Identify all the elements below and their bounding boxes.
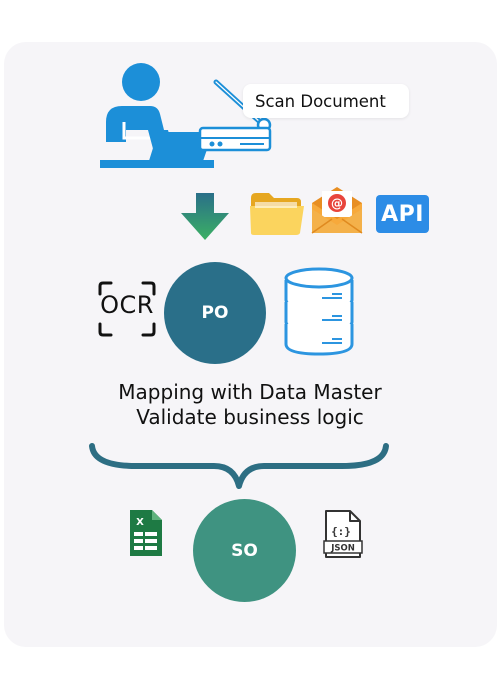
po-node: PO [164, 262, 266, 364]
ocr-scan-icon [98, 281, 156, 337]
mapping-line-1: Mapping with Data Master [118, 380, 382, 404]
mapping-line-2: Validate business logic [136, 405, 364, 429]
scan-document-label: Scan Document [243, 84, 409, 118]
excel-file-icon: X [130, 510, 162, 556]
email-icon: @ [311, 187, 363, 234]
ocr-label: OCR [100, 291, 154, 319]
user-at-laptop-icon [100, 63, 214, 168]
down-arrow-icon [181, 193, 229, 240]
svg-text:JSON: JSON [330, 544, 355, 554]
so-node: SO [193, 499, 296, 602]
svg-text:{:}: {:} [331, 525, 351, 538]
curly-brace-icon [89, 443, 389, 489]
svg-text:@: @ [331, 197, 343, 211]
svg-text:X: X [136, 517, 144, 528]
api-icon: API [376, 195, 429, 233]
mapping-caption: Mapping with Data Master Validate busine… [60, 380, 440, 430]
folder-icon [250, 193, 304, 235]
json-file-icon: {:} JSON [323, 510, 363, 558]
database-icon [284, 267, 354, 356]
